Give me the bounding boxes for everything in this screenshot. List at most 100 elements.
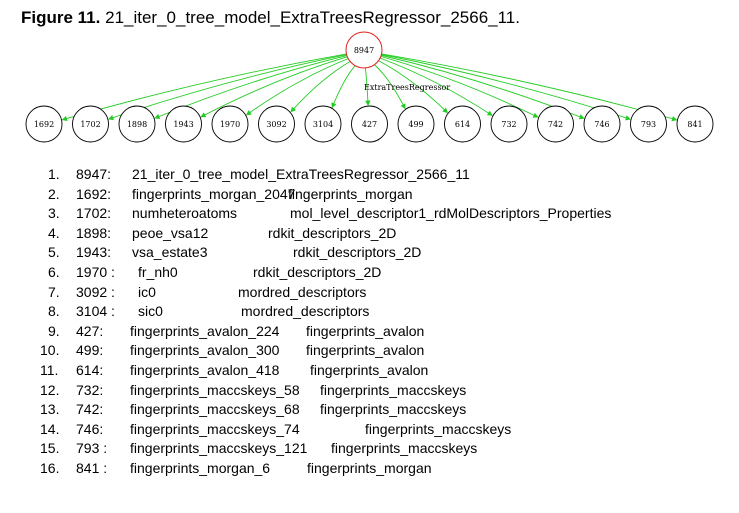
child-node-label-841: 841 [687,120,702,129]
child-node-label-1692: 1692 [34,120,54,129]
child-node-732 [490,105,528,143]
child-node-793 [630,105,667,143]
legend-group: fingerprints_morgan [307,460,432,476]
legend-number: 7. [48,283,60,300]
child-node-label-1970: 1970 [220,120,240,129]
legend-number: 12. [40,381,60,398]
legend-node-id: 742: [76,401,104,418]
legend-group: rdkit_descriptors_2D [268,224,397,241]
child-node-614 [444,105,481,143]
legend-node-id: 3092 : [76,283,115,300]
child-node-label-614: 614 [455,120,470,129]
figure-label: Figure 11. [21,8,101,27]
child-node-1943 [165,105,202,143]
child-node-746 [583,105,621,143]
legend-feature: peoe_vsa12 [132,224,209,241]
legend-feature: fingerprints_maccskeys_121 [130,440,308,457]
legend-node-id: 1702: [76,205,112,222]
legend-number: 6. [48,264,60,280]
legend-number: 3. [48,205,60,222]
child-node-label-3092: 3092 [266,120,286,129]
legend-number: 1. [48,166,60,182]
legend-node-id: 1943: [76,244,112,261]
child-node-742 [537,105,574,143]
legend-feature: numheteroatoms [132,205,238,222]
legend-feature: fingerprints_avalon_300 [130,342,280,359]
edge-499 [373,63,406,110]
figure-title: 21_iter_0_tree_model_ExtraTreesRegressor… [105,8,520,27]
child-node-label-1702: 1702 [80,120,100,129]
legend-number: 14. [40,420,60,437]
child-node-841 [676,105,714,143]
legend-number: 9. [48,322,60,339]
legend-group: fingerprints_maccskeys [320,381,467,398]
legend-group: fingerprints_avalon [306,342,425,359]
child-node-1970 [211,105,249,143]
legend-number: 10. [40,342,60,359]
legend-feature: fingerprints_maccskeys_58 [130,381,300,398]
legend-group: mordred_descriptors [238,283,367,300]
figure-caption: Figure 11. 21_iter_0_tree_model_ExtraTre… [21,8,520,28]
edge-3104 [331,64,357,109]
legend-node-id: 614: [76,362,104,378]
child-node-3104 [304,105,342,143]
legend-feature: fingerprints_avalon_224 [130,322,280,339]
legend-group: mordred_descriptors [241,303,370,320]
edge-614 [377,59,448,114]
legend-group: fingerprints_morgan [288,185,413,202]
legend-group: rdkit_descriptors_2D [293,244,422,261]
child-node-499 [397,105,435,143]
legend-feature: fingerprints_morgan_2047 [132,185,296,202]
legend-feature: ic0 [138,283,156,300]
legend-feature: fingerprints_maccskeys_74 [130,420,300,437]
legend-number: 15. [40,440,60,457]
child-node-1702 [72,105,109,143]
legend-group: fingerprints_maccskeys [365,420,512,437]
legend-node-id: 841 : [76,460,108,476]
legend-number: 8. [48,303,60,320]
child-node-label-1898: 1898 [127,120,147,129]
edge-1943 [200,56,349,118]
child-node-label-499: 499 [408,120,423,129]
legend-feature: vsa_estate3 [132,244,208,261]
legend-node-id: 1692: [76,185,112,202]
legend-number: 16. [40,460,60,476]
child-node-1898 [118,105,156,143]
legend-group: rdkit_descriptors_2D [253,264,382,280]
legend-node-id: 732: [76,381,104,398]
legend-feature: fr_nh0 [138,264,178,280]
legend-node-id: 499: [76,342,104,359]
legend-node-id: 793 : [76,440,108,457]
edge-427 [364,66,371,106]
legend-number: 2. [48,185,60,202]
child-node-label-732: 732 [501,120,516,129]
legend-node-id: 3104 : [76,303,115,320]
legend-group: mol_level_descriptor1_rdMolDescriptors_P… [290,205,612,222]
child-node-1692 [25,105,63,143]
legend-group: fingerprints_maccskeys [331,440,478,457]
edge-1970 [245,57,350,116]
child-node-label-742: 742 [548,120,563,129]
legend-node-id: 746: [76,420,104,437]
legend-node-id: 427: [76,322,104,339]
child-node-label-427: 427 [362,120,377,129]
edge-3092 [290,60,352,113]
legend-node-id: 8947: [76,166,112,182]
legend-feature: fingerprints_maccskeys_68 [130,401,300,418]
edge-732 [379,57,493,116]
edge-label: ExtraTreesRegressor [364,83,450,92]
child-node-3092 [258,105,295,143]
child-node-427 [351,105,388,143]
legend-group: fingerprints_maccskeys [320,401,467,418]
legend-number: 13. [40,401,60,418]
child-node-label-1943: 1943 [173,120,193,129]
legend-number: 5. [48,244,60,261]
legend-number: 4. [48,224,60,241]
root-node-label: 8947 [354,46,374,55]
legend-group: fingerprints_avalon [310,362,429,378]
legend-feature: 21_iter_0_tree_model_ExtraTreesRegressor… [132,166,470,182]
child-node-label-746: 746 [594,120,609,129]
legend-group: fingerprints_avalon [306,322,425,339]
